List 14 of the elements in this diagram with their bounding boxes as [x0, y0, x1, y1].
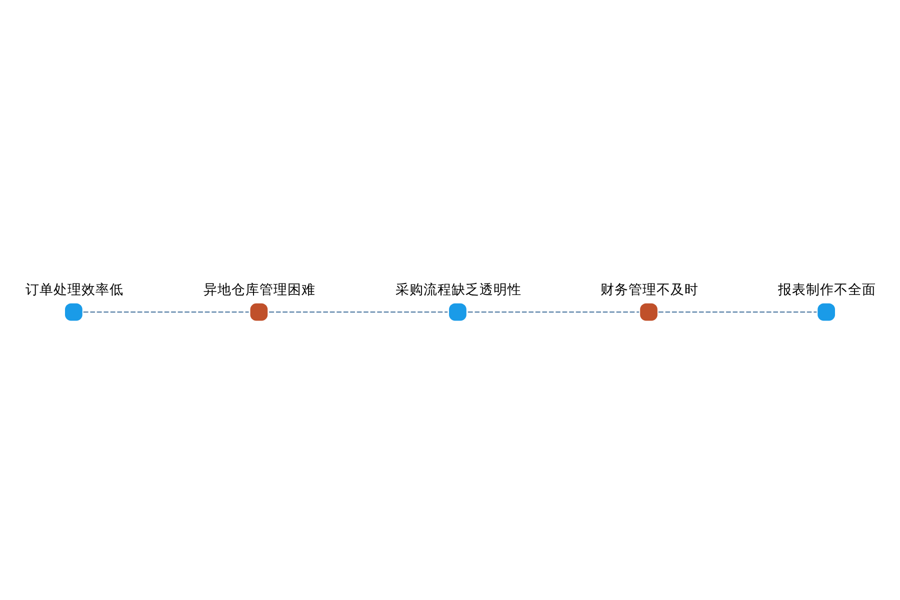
node-label: 异地仓库管理困难: [203, 281, 316, 298]
node-label: 采购流程缺乏透明性: [395, 281, 522, 298]
node-circle: [640, 302, 658, 320]
node-label: 财务管理不及时: [600, 281, 699, 298]
node-circle: [250, 302, 268, 320]
connector: [467, 311, 640, 312]
connector: [658, 311, 818, 312]
connector: [268, 311, 448, 312]
connector: [82, 311, 250, 312]
node-label: 订单处理效率低: [25, 281, 124, 298]
node-label: 报表制作不全面: [778, 281, 876, 298]
node-circle: [818, 302, 835, 320]
node-circle: [65, 302, 82, 320]
node-circle: [449, 302, 466, 320]
